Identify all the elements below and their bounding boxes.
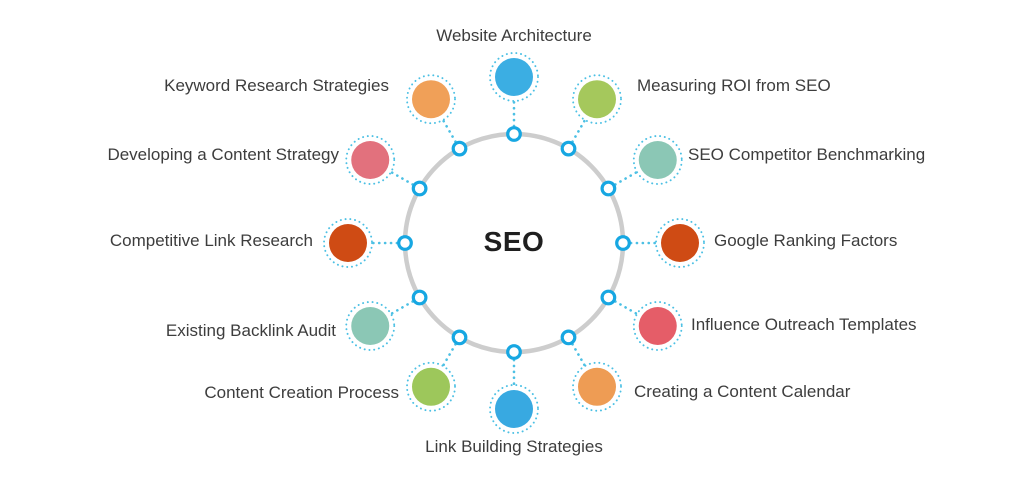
node-label: Website Architecture (436, 26, 592, 45)
connector-dotted-line (390, 300, 414, 315)
connector-dotted-line (571, 119, 586, 143)
hub-title: SEO (484, 226, 545, 257)
ring-anchor-circle (411, 180, 428, 197)
node-circle (495, 58, 533, 96)
ring-anchor-circle (451, 140, 468, 157)
ring-anchor-circle (600, 180, 617, 197)
node-label: Creating a Content Calendar (634, 382, 851, 401)
ring-anchor-circle (506, 344, 522, 360)
connector-dotted-line (390, 171, 414, 186)
ring-anchor-circle (600, 289, 617, 306)
ring-anchor-circle (411, 289, 428, 306)
node-circle (412, 367, 450, 406)
node-circle (638, 307, 677, 345)
node-circle (495, 390, 533, 428)
node-label: Competitive Link Research (110, 231, 313, 250)
ring-anchor-circle (615, 235, 631, 251)
node-circle (661, 224, 699, 262)
node-label: Developing a Content Strategy (107, 145, 339, 164)
node-circle (351, 141, 390, 179)
ring-anchor-circle (560, 329, 577, 346)
node-label: Existing Backlink Audit (166, 321, 336, 340)
node-circle (351, 307, 390, 345)
ring-anchor-circle (560, 140, 577, 157)
node-circle (412, 80, 450, 119)
node-circle (329, 224, 367, 262)
node-label: Link Building Strategies (425, 437, 603, 456)
node-circle (638, 141, 677, 179)
node-label: Content Creation Process (204, 383, 399, 402)
connector-dotted-line (614, 300, 638, 315)
node-label: Keyword Research Strategies (164, 76, 389, 95)
node-label: Measuring ROI from SEO (637, 76, 831, 95)
node-label: Google Ranking Factors (714, 231, 897, 250)
ring-anchor-circle (506, 126, 522, 142)
connector-dotted-line (614, 171, 638, 186)
node-circle (578, 367, 616, 406)
node-label: SEO Competitor Benchmarking (688, 145, 925, 164)
connector-dotted-line (442, 119, 457, 143)
ring-anchor-circle (397, 235, 413, 251)
connector-dotted-line (571, 343, 586, 367)
node-circle (578, 80, 616, 119)
connector-dotted-line (442, 343, 457, 367)
node-label: Influence Outreach Templates (691, 315, 917, 334)
ring-anchor-circle (451, 329, 468, 346)
